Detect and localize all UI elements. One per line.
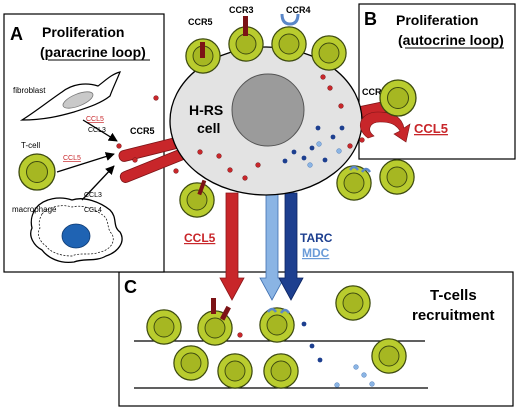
panel-b-box <box>358 3 516 160</box>
fibroblast-label: fibroblast <box>13 86 46 95</box>
hrs-label-line1: H-RS <box>189 102 223 118</box>
fibroblast-arrow <box>82 119 118 142</box>
panel-c-tcell-6 <box>263 353 299 389</box>
ccr4-receptor-bottom-1 <box>348 165 360 171</box>
tcell-top-right <box>311 35 347 71</box>
panel-c-box <box>118 271 514 407</box>
chemokine-dots <box>116 74 375 388</box>
tcell-panel-b-lower <box>379 159 415 195</box>
ccr4-top-label: CCR4 <box>286 5 311 15</box>
tcell-ccr4-top <box>271 26 307 62</box>
tcell-bottom-left <box>179 182 215 218</box>
tarc-arrow <box>278 192 304 301</box>
mdc-arrow <box>259 192 285 301</box>
ccr5-top-label: CCR5 <box>188 17 213 27</box>
ccr3-top-label: CCR3 <box>229 5 254 15</box>
panel-c-ccr4-2 <box>279 308 291 314</box>
autocrine-arrow <box>359 111 411 143</box>
panel-b-title-line1: Proliferation <box>396 12 478 28</box>
ccr5-left-label: CCR5 <box>130 126 155 136</box>
paracrine-tcell <box>18 153 56 191</box>
macrophage-nucleus <box>61 223 91 249</box>
panel-c-title-line2: recruitment <box>412 307 495 324</box>
panel-c-tcell-8 <box>371 338 407 374</box>
panel-c-letter: C <box>124 277 137 297</box>
macrophage-inner <box>38 205 114 257</box>
hrs-nucleus <box>231 73 305 147</box>
tcell-arrow <box>56 152 115 173</box>
arrow-mdc-label: MDC <box>302 246 330 260</box>
arrow-ccl5-label: CCL5 <box>184 231 216 245</box>
macrophage-ccl4: CCL4 <box>84 207 102 214</box>
tcell-label: T-cell <box>21 141 40 150</box>
arrow-tarc-label: TARC <box>300 231 333 245</box>
ccl5-arrow <box>219 192 245 301</box>
panel-c-ccr4-1 <box>266 307 278 313</box>
panel-a-title-line2: (paracrine loop) <box>40 44 146 60</box>
ccr4-receptor-top <box>280 13 300 26</box>
tcell-bottom-middle <box>336 165 372 201</box>
hrs-label-line2: cell <box>197 120 220 136</box>
panel-c-tcell-4 <box>217 353 253 389</box>
panel-c-receptor-1 <box>211 298 216 314</box>
ccr4-receptor-bottom-2 <box>360 167 372 173</box>
tcell-panel-b <box>379 79 417 117</box>
panel-a-title-line1: Proliferation <box>42 24 124 40</box>
panel-a-letter: A <box>10 24 23 44</box>
fibroblast-ccl3: CCL3 <box>88 127 106 134</box>
macrophage-arrow <box>81 165 115 201</box>
panel-c-tcell-7 <box>335 285 371 321</box>
fibroblast-ccl5: CCL5 <box>86 116 104 123</box>
ccr5-stalk-bottom-left <box>197 179 207 196</box>
ccr5-stalk-top <box>200 42 205 58</box>
macrophage-label: macrophage <box>12 205 57 214</box>
fibroblast-shape <box>19 71 121 121</box>
panel-c-tcell-5 <box>259 307 295 343</box>
panel-b-ccr5-label: CCR5 <box>362 87 387 97</box>
ccr3-stalk-top <box>243 16 248 36</box>
panel-b-ccl5-label: CCL5 <box>414 121 448 136</box>
panel-b-letter: B <box>364 9 377 29</box>
panel-c-title-line1: T-cells <box>430 287 477 304</box>
tcell-ccl5: CCL5 <box>63 155 81 162</box>
panel-c-tcell-2 <box>173 345 209 381</box>
panel-c-tcell-1 <box>146 309 182 345</box>
fibroblast-nucleus <box>62 91 94 109</box>
panel-b-title-line2: (autocrine loop) <box>398 32 504 48</box>
panel-c-receptor-2 <box>219 305 231 321</box>
panel-c-tcell-3 <box>197 310 233 346</box>
macrophage-ccl3: CCL3 <box>84 192 102 199</box>
